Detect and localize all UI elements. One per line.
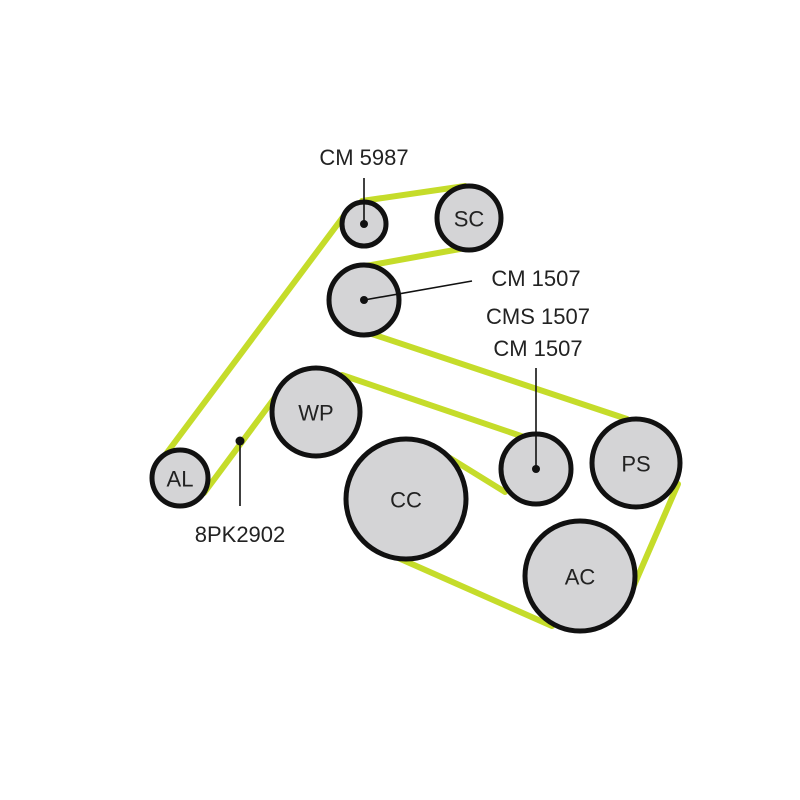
pulley-label: CC (390, 488, 422, 513)
callout-top-idler: CM 5987 (319, 145, 408, 170)
pulley-label: PS (621, 452, 650, 477)
pulley-sc: SC (434, 183, 504, 253)
callout-lower-idler-2: CM 1507 (493, 336, 582, 361)
belt-segment (339, 372, 527, 440)
callouts: CM 5987 CM 1507 CMS 1507 CM 1507 8PK2902 (195, 145, 590, 547)
callout-belt: 8PK2902 (195, 522, 286, 547)
pulley-label: SC (454, 207, 485, 232)
pulley-label: WP (298, 401, 333, 426)
belt-segment (160, 214, 346, 461)
pulley-al: AL (149, 447, 211, 509)
belt-segment (629, 481, 681, 593)
belt-segment (363, 246, 463, 269)
pulley-label: AC (565, 565, 596, 590)
callout-tensioner: CM 1507 (491, 266, 580, 291)
belt-segment (447, 455, 508, 495)
belt-segment (369, 331, 630, 422)
belt-segment (393, 554, 555, 629)
pulley-ac: AC (522, 518, 638, 634)
pulley-ps: PS (589, 416, 683, 510)
belt-segment (359, 183, 468, 204)
pulley-wp: WP (269, 365, 363, 459)
pulley-label: AL (167, 467, 194, 492)
pulley-cc: CC (343, 436, 469, 562)
callout-lower-idler-1: CMS 1507 (486, 304, 590, 329)
